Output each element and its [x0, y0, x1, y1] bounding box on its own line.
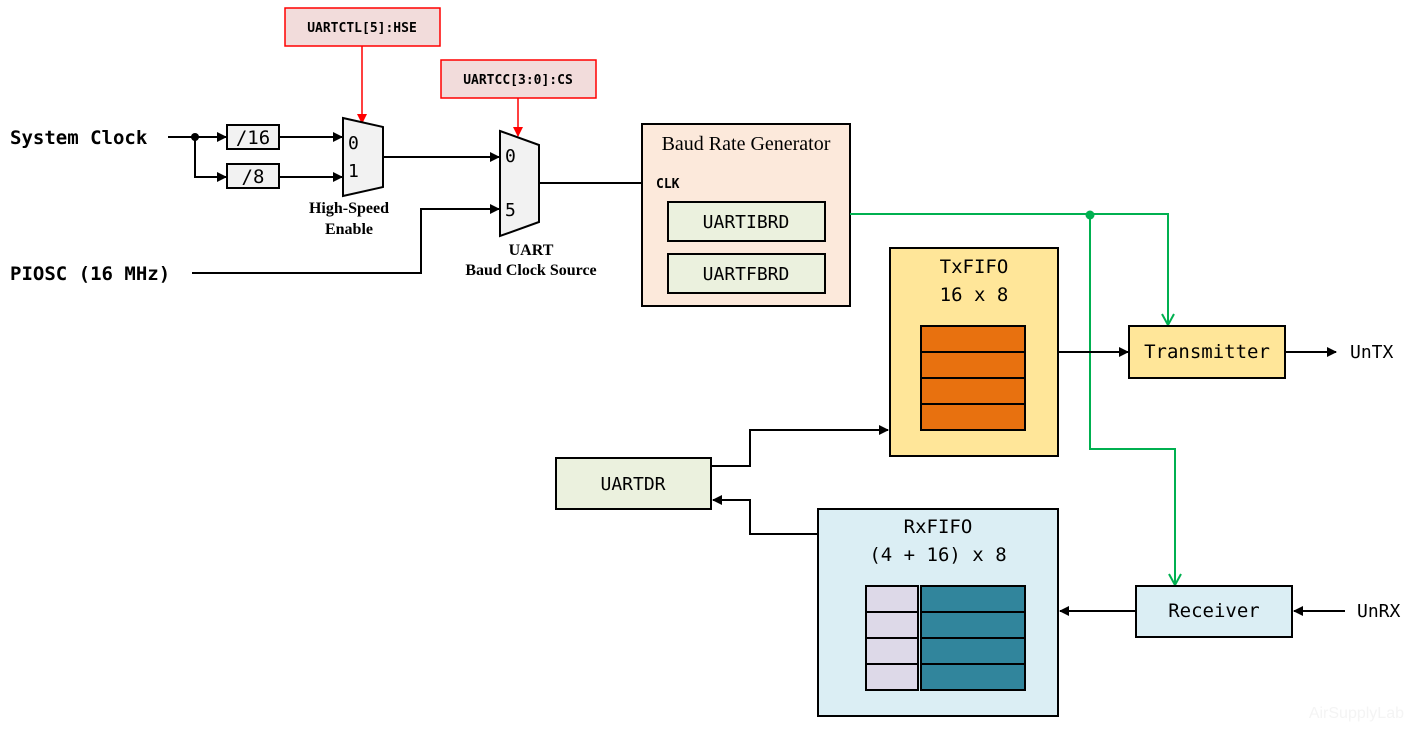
untx-label: UnTX	[1350, 342, 1394, 363]
cs-mux-label-2: Baud Clock Source	[465, 262, 596, 279]
cs-mux-label-1: UART	[509, 242, 554, 259]
uartibrd-label: UARTIBRD	[703, 212, 790, 233]
baud-clock-wires	[850, 210, 1175, 586]
transmitter-label: Transmitter	[1144, 341, 1270, 363]
cs-control-label: UARTCC[3:0]:CS	[463, 73, 573, 88]
hse-mux-input-1: 1	[348, 161, 359, 182]
hse-control-label: UARTCTL[5]:HSE	[307, 21, 417, 36]
rxfifo-data-cells	[920, 585, 1026, 691]
uartfbrd-register	[667, 253, 826, 294]
unrx-label: UnRX	[1357, 601, 1401, 622]
hse-mux	[342, 116, 384, 198]
clk-label: CLK	[656, 177, 680, 192]
uartdr-label: UARTDR	[600, 474, 665, 495]
txfifo-title: TxFIFO	[940, 256, 1009, 278]
divide-by-16-label: /16	[236, 127, 270, 149]
watermark: AirSupplyLab	[1309, 705, 1404, 722]
baud-rate-generator-title: Baud Rate Generator	[662, 133, 831, 155]
receiver-label: Receiver	[1168, 600, 1260, 622]
uartdr-register	[555, 457, 712, 510]
hse-mux-input-0: 0	[348, 133, 359, 154]
txfifo-cells	[920, 325, 1026, 431]
divide-by-16-block	[226, 124, 280, 150]
uartfbrd-label: UARTFBRD	[703, 264, 790, 285]
cs-control-register	[440, 59, 597, 99]
receiver	[1135, 585, 1293, 638]
cs-mux-input-0: 0	[505, 146, 516, 167]
uartibrd-register	[667, 201, 826, 242]
transmitter	[1128, 325, 1286, 379]
system-clock-wires	[168, 132, 651, 274]
clock-source-mux	[499, 129, 540, 238]
hse-control-register	[284, 7, 441, 47]
rxfifo-size: (4 + 16) x 8	[869, 544, 1006, 566]
rxfifo-title: RxFIFO	[904, 516, 973, 538]
hse-mux-label-2: Enable	[325, 221, 373, 238]
rxfifo-status-cells	[865, 585, 919, 691]
divide-by-8-label: /8	[242, 166, 265, 188]
txfifo-size: 16 x 8	[940, 284, 1009, 306]
piosc-label: PIOSC (16 MHz)	[10, 263, 170, 285]
divide-by-8-block	[226, 163, 280, 189]
system-clock-label: System Clock	[10, 127, 148, 149]
cs-mux-input-5: 5	[505, 200, 516, 221]
hse-mux-label-1: High-Speed	[309, 200, 389, 217]
